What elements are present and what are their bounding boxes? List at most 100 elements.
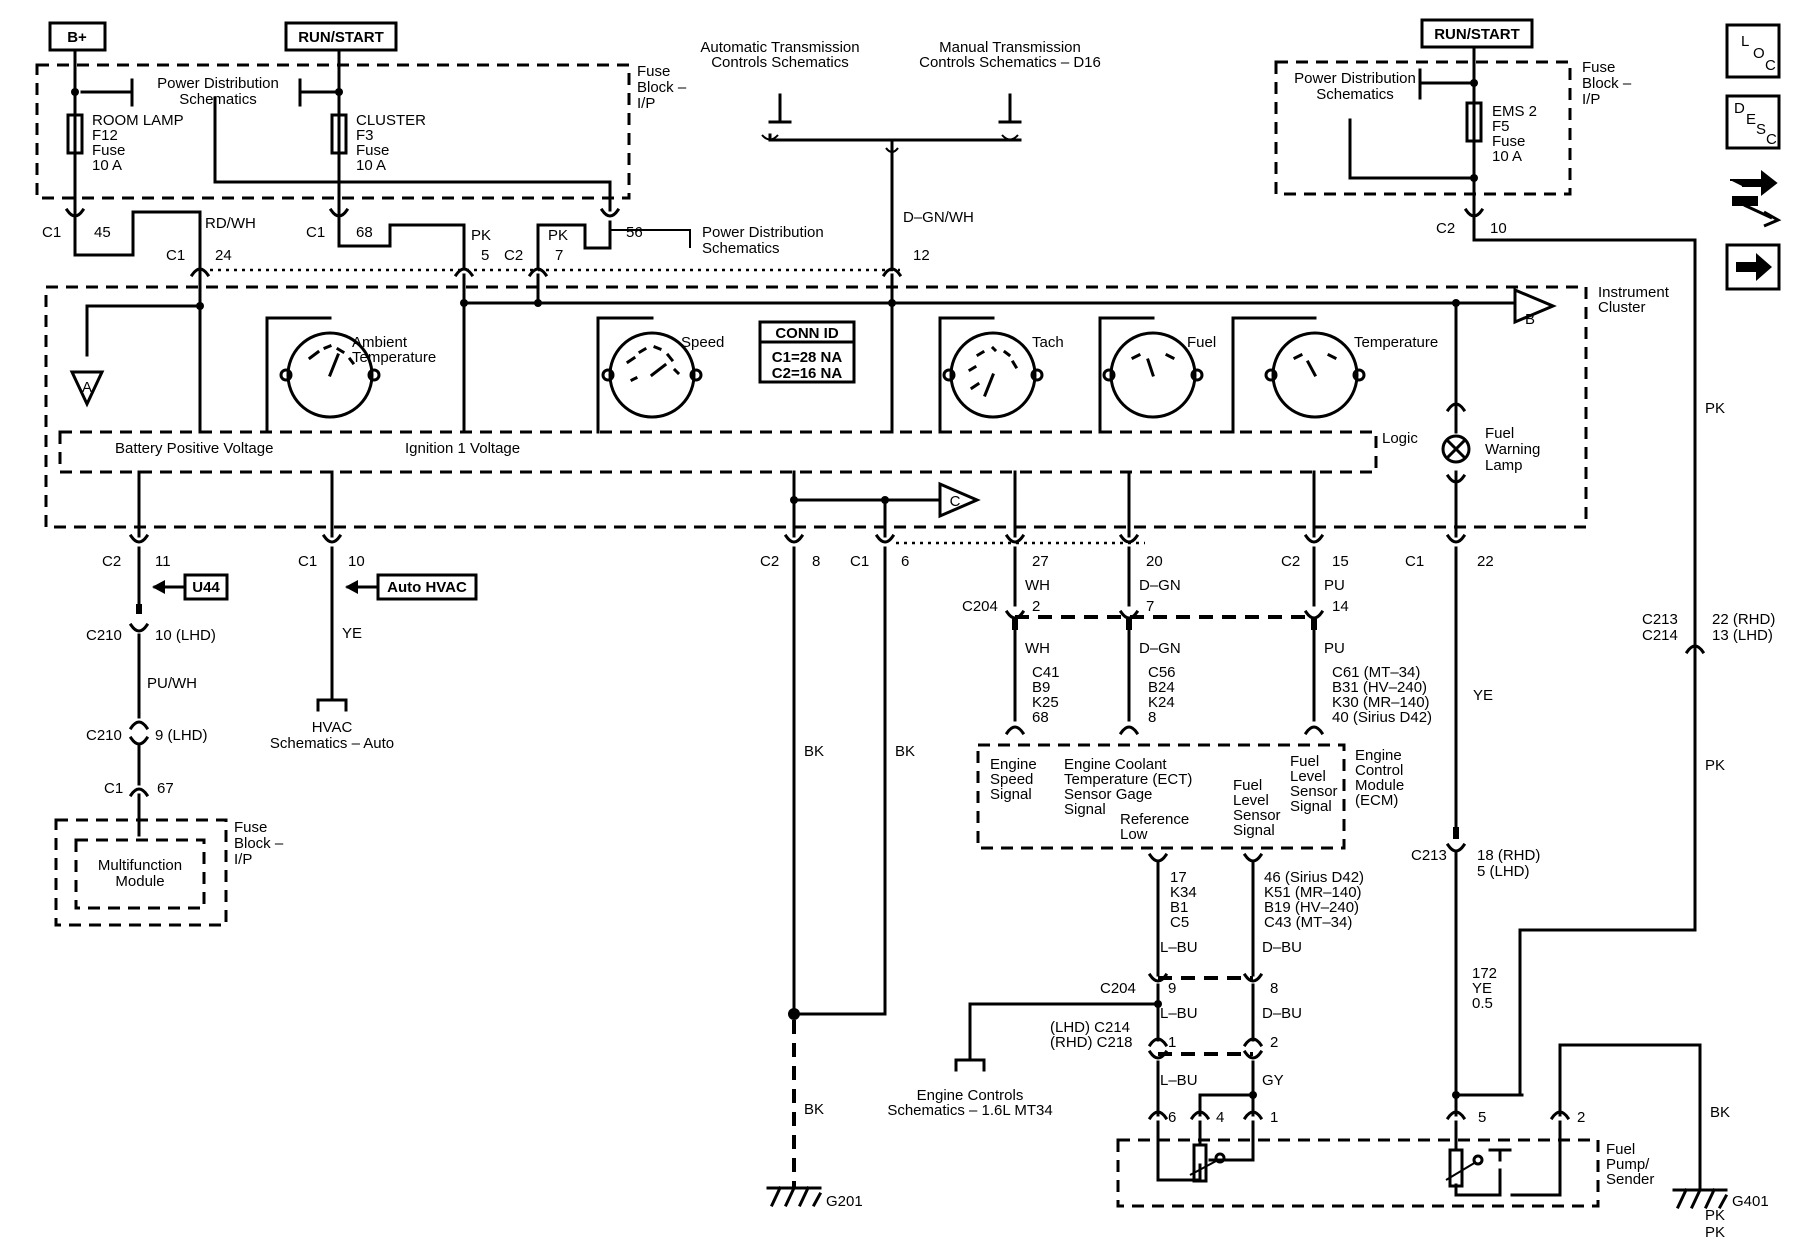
svg-text:Battery Positive Voltage: Battery Positive Voltage: [115, 440, 273, 457]
svg-text:Fuse: Fuse: [1582, 59, 1615, 76]
svg-text:68: 68: [1032, 709, 1049, 726]
desc-button[interactable]: D E S C: [1725, 94, 1781, 150]
svg-text:10 A: 10 A: [356, 157, 386, 174]
svg-text:11: 11: [155, 553, 171, 570]
svg-text:C1: C1: [166, 247, 185, 264]
svg-text:ROOM LAMP: ROOM LAMP: [92, 112, 184, 129]
svg-text:Fuel: Fuel: [1606, 1141, 1635, 1158]
svg-text:13 (LHD): 13 (LHD): [1712, 627, 1773, 644]
svg-text:67: 67: [157, 780, 174, 797]
next-button[interactable]: [1725, 243, 1781, 291]
svg-text:Tach: Tach: [1032, 334, 1064, 351]
svg-text:C: C: [1766, 131, 1777, 148]
fuse-f12: [66, 113, 84, 155]
svg-text:45: 45: [94, 224, 111, 241]
svg-text:46 (Sirius D42): 46 (Sirius D42): [1264, 869, 1364, 886]
svg-text:CONN ID: CONN ID: [775, 325, 839, 342]
svg-text:C2: C2: [1436, 220, 1455, 237]
svg-text:Pump/: Pump/: [1606, 1156, 1650, 1173]
svg-text:1: 1: [1168, 1034, 1176, 1051]
svg-text:D–GN: D–GN: [1139, 640, 1181, 657]
svg-text:WH: WH: [1025, 577, 1050, 594]
svg-text:1: 1: [1270, 1109, 1278, 1126]
svg-text:Sensor: Sensor: [1233, 807, 1281, 824]
svg-text:24: 24: [215, 247, 232, 264]
auto-hvac-box: [376, 573, 478, 601]
svg-text:C2: C2: [102, 553, 121, 570]
svg-text:Power Distribution: Power Distribution: [702, 224, 824, 241]
svg-text:RD/WH: RD/WH: [205, 215, 256, 232]
svg-text:10 (LHD): 10 (LHD): [155, 627, 216, 644]
ref-b-triangle: [1494, 287, 1557, 325]
svg-text:I/P: I/P: [234, 851, 252, 868]
svg-text:22: 22: [1477, 553, 1494, 570]
svg-text:(RHD) C218: (RHD) C218: [1050, 1034, 1133, 1051]
svg-text:L–BU: L–BU: [1160, 939, 1198, 956]
svg-text:Controls Schematics – D16: Controls Schematics – D16: [919, 54, 1101, 71]
svg-text:O: O: [1753, 45, 1765, 62]
svg-text:BK: BK: [895, 743, 915, 760]
svg-text:8: 8: [1270, 980, 1278, 997]
svg-text:10 A: 10 A: [92, 157, 122, 174]
svg-text:C61 (MT–34): C61 (MT–34): [1332, 664, 1420, 681]
logic-box: [58, 430, 1378, 474]
ambient-temperature-gauge: [265, 316, 381, 434]
svg-text:F3: F3: [356, 127, 374, 144]
ground-g201: [766, 1186, 823, 1208]
svg-text:Temperature (ECT): Temperature (ECT): [1064, 771, 1192, 788]
label-bplus: B+: [67, 29, 87, 46]
svg-text:7: 7: [1146, 598, 1154, 615]
svg-text:PU: PU: [1324, 640, 1345, 657]
svg-text:Cluster: Cluster: [1598, 299, 1646, 316]
svg-text:U44: U44: [192, 579, 220, 596]
connector-button[interactable]: [1730, 169, 1782, 228]
svg-text:S: S: [1756, 121, 1766, 138]
svg-text:C: C: [1765, 57, 1776, 74]
run-start-box-1: [284, 21, 398, 52]
svg-text:I/P: I/P: [637, 95, 655, 112]
svg-text:D–GN/WH: D–GN/WH: [903, 209, 974, 226]
svg-text:C1: C1: [306, 224, 325, 241]
svg-text:Schematics – Auto: Schematics – Auto: [270, 735, 394, 752]
svg-text:Low: Low: [1120, 826, 1148, 843]
svg-text:C204: C204: [1100, 980, 1136, 997]
ecm-box: [976, 743, 1346, 850]
svg-text:Speed: Speed: [681, 334, 724, 351]
svg-text:Automatic Transmission: Automatic Transmission: [700, 39, 859, 56]
svg-text:5: 5: [481, 247, 489, 264]
svg-text:9 (LHD): 9 (LHD): [155, 727, 208, 744]
svg-text:(LHD) C214: (LHD) C214: [1050, 1019, 1130, 1036]
loc-button[interactable]: L O C: [1725, 23, 1781, 79]
svg-text:10: 10: [1490, 220, 1507, 237]
ref-a-triangle: [69, 370, 105, 408]
svg-text:Block –: Block –: [234, 835, 284, 852]
multifunction-module: [74, 838, 206, 910]
diagram-labels: B+ RUN/START RUN/START Power Distributio…: [42, 26, 1775, 1241]
svg-text:2: 2: [1270, 1034, 1278, 1051]
svg-text:Schematics: Schematics: [179, 91, 257, 108]
svg-text:PK: PK: [1705, 757, 1725, 774]
svg-text:Control: Control: [1355, 762, 1403, 779]
svg-text:C: C: [950, 493, 961, 510]
svg-text:PK: PK: [548, 227, 568, 244]
label-run-start-2: RUN/START: [1434, 26, 1520, 43]
u44-box: [183, 573, 229, 601]
svg-text:Block –: Block –: [1582, 75, 1632, 92]
svg-text:PK: PK: [471, 227, 491, 244]
fuel-pump-sender: [1116, 1138, 1600, 1208]
svg-text:B19 (HV–240): B19 (HV–240): [1264, 899, 1359, 916]
svg-text:4: 4: [1216, 1109, 1224, 1126]
svg-text:10: 10: [348, 553, 365, 570]
svg-text:C210: C210: [86, 627, 122, 644]
svg-text:GY: GY: [1262, 1072, 1284, 1089]
svg-text:C213: C213: [1411, 847, 1447, 864]
speed-gauge: [596, 316, 703, 434]
svg-text:Fuse: Fuse: [1492, 133, 1525, 150]
fuse-block-ip-top: [35, 63, 631, 200]
svg-text:Engine Controls: Engine Controls: [917, 1087, 1024, 1104]
svg-text:9: 9: [1168, 980, 1176, 997]
svg-text:5: 5: [1478, 1109, 1486, 1126]
svg-text:B9: B9: [1032, 679, 1050, 696]
connector-icon: [1730, 169, 1782, 228]
